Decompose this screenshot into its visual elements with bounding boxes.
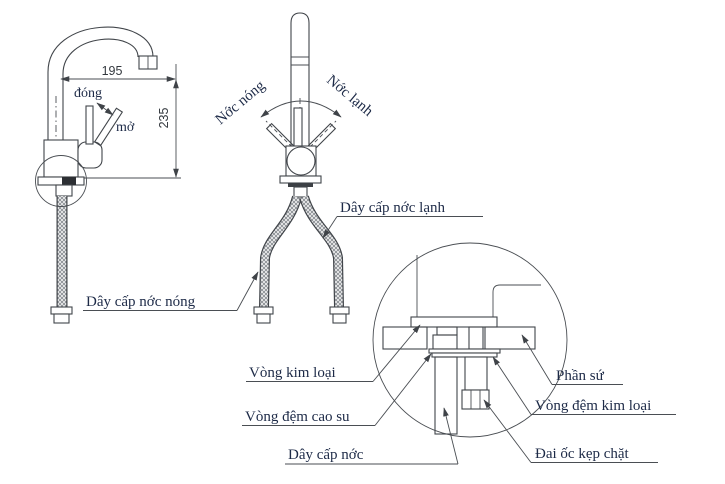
countertop-section-right	[484, 326, 536, 350]
cold-hose-label: Dây cấp nớc lạnh	[340, 200, 445, 216]
rubber-gasket-callout: Vòng đệm cao su	[242, 353, 432, 426]
clamp-nut-callout: Đai ốc kẹp chặt	[483, 399, 658, 463]
swing-arc	[260, 100, 342, 118]
side-supply-hose	[50, 196, 73, 324]
rotation-arrow-icon	[96, 102, 114, 116]
dim-width-value: 195	[102, 64, 123, 78]
threaded-rod	[468, 326, 484, 350]
metal-ring-label: Vòng kim loại	[249, 365, 336, 381]
mounting-base	[37, 176, 85, 197]
side-view: 195 235 đóng mở	[35, 26, 181, 324]
ceramic-callout: Phần sứ	[521, 334, 623, 385]
dimension-width: 195	[60, 64, 177, 82]
rubber-gasket	[428, 348, 501, 354]
metal-washer-callout: Vòng đệm kim loại	[492, 356, 676, 415]
supply-hose-label: Dây cấp nớc	[288, 447, 364, 463]
detail-indicator-circle	[35, 155, 87, 207]
cold-water-label: Nớc lạnh	[323, 72, 376, 120]
metal-washer	[431, 352, 498, 358]
clamp-nut	[461, 389, 490, 410]
cartridge-housing	[77, 141, 103, 169]
shank-nut-stack	[432, 334, 458, 350]
metal-ring-callout: Vòng kim loại	[246, 324, 421, 382]
clamp-bolt	[464, 356, 488, 391]
detail-view: Vòng kim loại Vòng đệm cao su Dây cấp nớ…	[242, 242, 676, 465]
lever-closed	[85, 105, 94, 145]
front-handle	[293, 107, 303, 149]
front-base-flange	[279, 175, 322, 198]
hose-assembly	[253, 195, 350, 324]
gooseneck-spout	[47, 26, 154, 141]
spout-tip-icon	[138, 55, 158, 70]
supply-hose-section	[434, 356, 458, 435]
dim-height-value: 235	[157, 108, 171, 129]
close-label: đóng	[74, 86, 102, 101]
open-label: mở	[116, 120, 135, 135]
metal-washer-label: Vòng đệm kim loại	[535, 398, 651, 414]
ceramic-label: Phần sứ	[556, 368, 605, 384]
countertop-section-left	[382, 326, 428, 350]
hot-hose-callout: Dây cấp nớc nóng	[83, 271, 259, 311]
lever-open	[93, 107, 124, 147]
dimension-height: 235	[157, 79, 179, 178]
supply-hose-callout: Dây cấp nớc	[285, 407, 459, 465]
ball-joint	[286, 146, 316, 176]
shank-spline	[436, 326, 458, 336]
hot-hose-label: Dây cấp nớc nóng	[86, 294, 196, 310]
hose-fitting-icon	[50, 306, 73, 315]
metal-ring	[410, 316, 498, 328]
detail-view-circle	[372, 242, 568, 438]
rubber-gasket-label: Vòng đệm cao su	[245, 409, 350, 425]
cold-hose-callout: Dây cấp nớc lạnh	[322, 200, 483, 239]
clamp-nut-label: Đai ốc kẹp chặt	[535, 446, 630, 462]
hot-water-label: Nớc nóng	[213, 77, 269, 128]
